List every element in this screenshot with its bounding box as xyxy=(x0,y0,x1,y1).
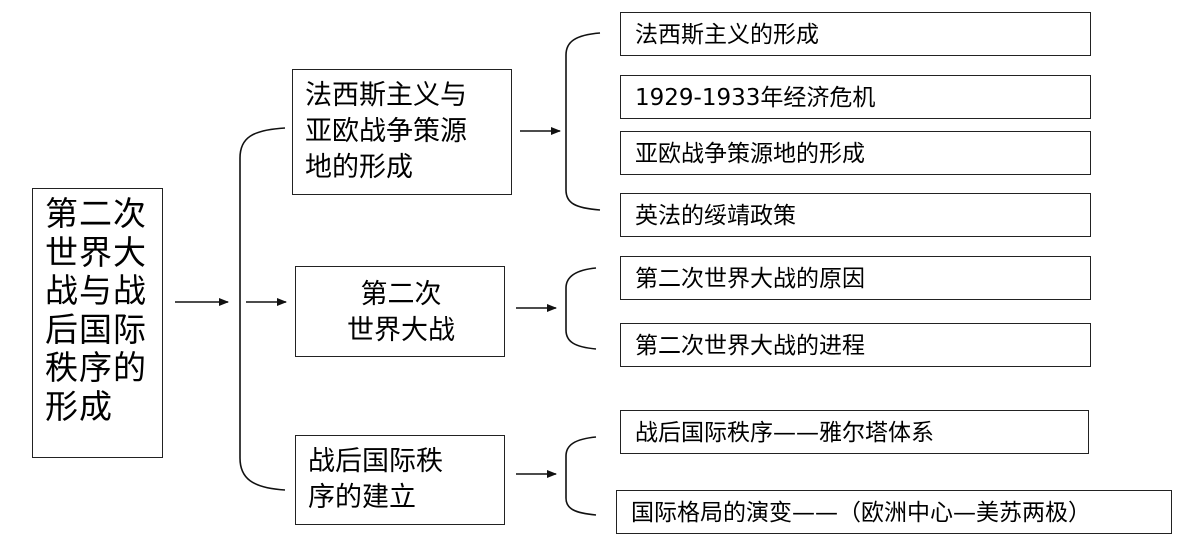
root-topic-box: 第二次 世界大 战与战 后国际 秩序的 形成 xyxy=(32,188,163,458)
leaf-label: 第二次世界大战的原因 xyxy=(635,266,865,292)
branch-label-postwar: 战后国际秩 序的建立 xyxy=(308,446,443,513)
leaf-box: 第二次世界大战的原因 xyxy=(620,256,1091,300)
leaf-label: 英法的绥靖政策 xyxy=(635,203,796,229)
bracket-branch-2 xyxy=(565,267,597,350)
leaf-label: 1929-1933年经济危机 xyxy=(635,85,876,111)
branch-box-fascism: 法西斯主义与 亚欧战争策源 地的形成 xyxy=(292,69,512,195)
root-topic-label: 第二次 世界大 战与战 后国际 秩序的 形成 xyxy=(45,194,147,426)
leaf-box: 英法的绥靖政策 xyxy=(620,193,1091,237)
leaf-box: 法西斯主义的形成 xyxy=(620,12,1091,56)
bracket-branch-3 xyxy=(565,436,597,516)
branch-label-fascism: 法西斯主义与 亚欧战争策源 地的形成 xyxy=(305,80,467,183)
branch-label-ww2: 第二次 世界大战 xyxy=(347,279,455,346)
leaf-box: 1929-1933年经济危机 xyxy=(620,75,1091,119)
leaf-label: 国际格局的演变——（欧洲中心—美苏两极） xyxy=(631,500,1091,526)
branch-box-ww2: 第二次 世界大战 xyxy=(295,266,505,357)
leaf-label: 亚欧战争策源地的形成 xyxy=(635,141,865,167)
leaf-box: 亚欧战争策源地的形成 xyxy=(620,131,1091,175)
leaf-label: 战后国际秩序——雅尔塔体系 xyxy=(635,420,934,446)
leaf-box: 国际格局的演变——（欧洲中心—美苏两极） xyxy=(616,490,1172,534)
branch-box-postwar: 战后国际秩 序的建立 xyxy=(295,435,505,525)
leaf-label: 法西斯主义的形成 xyxy=(635,22,819,48)
leaf-box: 战后国际秩序——雅尔塔体系 xyxy=(620,410,1089,454)
leaf-label: 第二次世界大战的进程 xyxy=(635,333,865,359)
bracket-branch-1 xyxy=(565,32,601,211)
main-bracket xyxy=(239,127,286,491)
leaf-box: 第二次世界大战的进程 xyxy=(620,323,1091,367)
